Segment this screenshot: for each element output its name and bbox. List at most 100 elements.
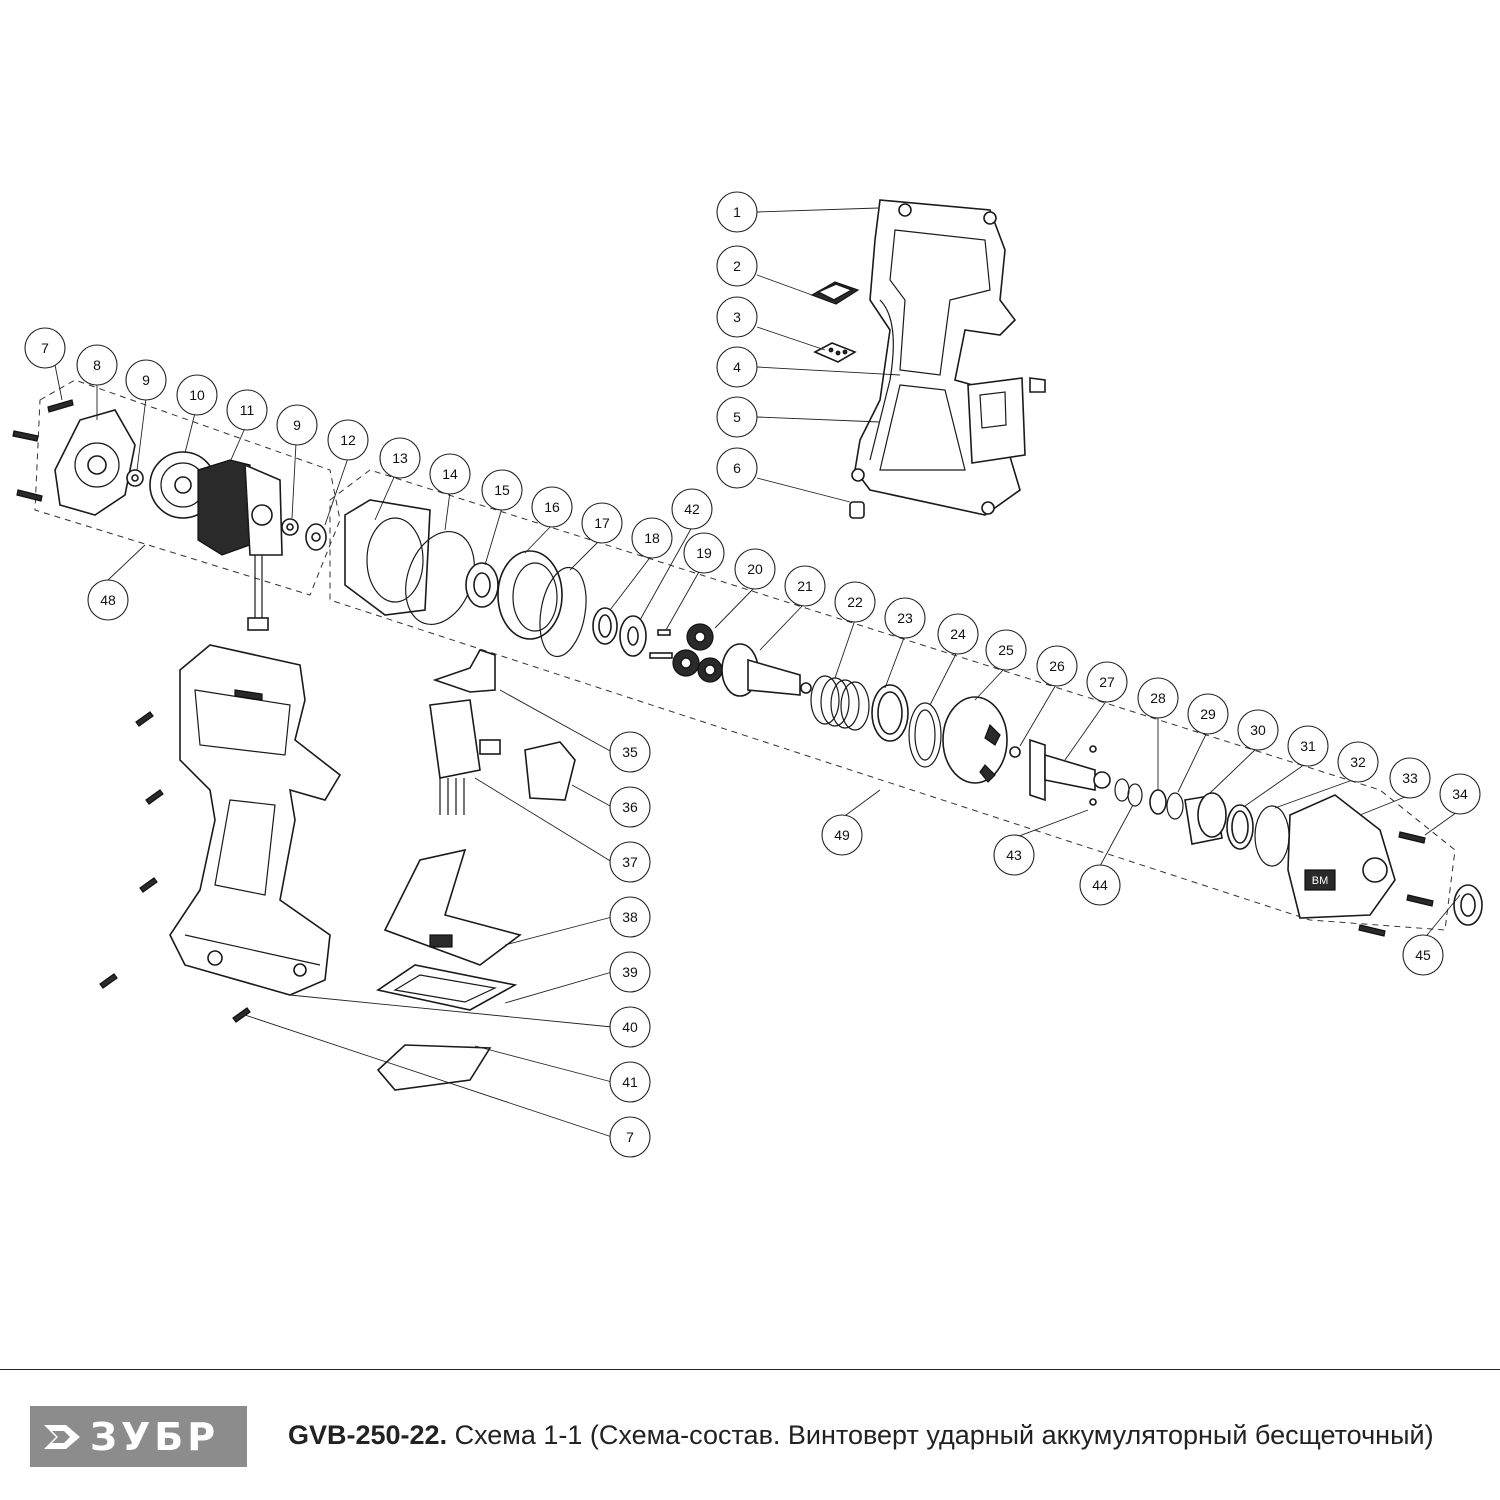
bushing-30 [1184,792,1227,845]
svg-text:1: 1 [733,204,741,220]
bearing-15 [465,562,499,608]
group-49-outline [329,469,1456,931]
callout-24: 24 [937,613,979,655]
washer-18 [592,607,618,645]
svg-text:7: 7 [626,1129,634,1145]
callout-21: 21 [784,565,826,607]
callout-10: 10 [176,374,218,416]
caption-description: Схема 1-1 (Схема-состав. Винтоверт ударн… [447,1420,1434,1450]
callout-8: 8 [76,344,118,386]
svg-text:20: 20 [747,561,763,577]
callout-7-bottom: 7 [609,1116,651,1158]
rear-housing-half [851,199,1021,516]
svg-text:22: 22 [847,594,863,610]
brushless-motor [197,459,283,631]
seal-31 [1226,804,1254,850]
svg-text:3: 3 [733,309,741,325]
ball-26 [1009,746,1021,758]
svg-text:5: 5 [733,409,741,425]
callout-40: 40 [609,1006,651,1048]
callout-9-right: 9 [276,404,318,446]
callout-2: 2 [716,245,758,287]
callout-32: 32 [1337,741,1379,783]
left-housing-screws [99,711,251,1023]
gasket-32 [1254,805,1290,867]
callout-45: 45 [1402,934,1444,976]
callout-36: 36 [609,786,651,828]
svg-text:36: 36 [622,799,638,815]
svg-text:2: 2 [733,258,741,274]
ring-29 [1166,792,1184,820]
callout-49: 49 [821,814,863,856]
svg-text:28: 28 [1150,690,1166,706]
callout-22: 22 [834,581,876,623]
svg-text:9: 9 [142,372,150,388]
svg-text:7: 7 [41,340,49,356]
dot-43a [1089,745,1097,753]
callout-13: 13 [379,437,421,479]
terminal-block-40 [376,1044,492,1091]
callout-16: 16 [531,486,573,528]
trigger-36 [524,741,576,801]
spring-22 [810,675,870,731]
callout-29: 29 [1187,693,1229,735]
model-number: GVB-250-22. [288,1420,448,1450]
svg-text:26: 26 [1049,658,1065,674]
callout-42: 42 [671,488,713,530]
svg-text:32: 32 [1350,754,1366,770]
svg-text:33: 33 [1402,770,1418,786]
battery-plate-39 [376,964,518,1011]
svg-text:12: 12 [340,432,356,448]
callout-43: 43 [993,834,1035,876]
svg-text:38: 38 [622,909,638,925]
svg-text:31: 31 [1300,738,1316,754]
gear-housing [344,499,431,616]
retaining-ring-17 [539,566,587,658]
svg-text:10: 10 [189,387,205,403]
svg-text:24: 24 [950,626,966,642]
washer-9a [126,469,144,487]
svg-text:13: 13 [392,450,408,466]
callout-15: 15 [481,469,523,511]
callout-18: 18 [631,517,673,559]
svg-text:23: 23 [897,610,913,626]
svg-text:39: 39 [622,964,638,980]
arrow-mark-icon [44,1424,80,1449]
callout-25: 25 [985,629,1027,671]
callout-17: 17 [581,502,623,544]
pin-19 [649,629,673,659]
svg-text:21: 21 [797,578,813,594]
svg-text:44: 44 [1092,877,1108,893]
svg-text:27: 27 [1099,674,1115,690]
callout-41: 41 [609,1061,651,1103]
svg-text:9: 9 [293,417,301,433]
anvil-27 [1029,738,1111,802]
document-caption: GVB-250-22. Схема 1-1 (Схема-состав. Вин… [288,1420,1434,1451]
svg-text:37: 37 [622,854,638,870]
svg-text:35: 35 [622,744,638,760]
callout-39: 39 [609,951,651,993]
svg-text:48: 48 [100,592,116,608]
leader-lines [54,207,1461,1138]
callout-19: 19 [683,532,725,574]
svg-text:8: 8 [93,357,101,373]
svg-text:43: 43 [1006,847,1022,863]
direction-lever-35 [432,649,496,693]
brand-logo: ЗУБР [30,1406,247,1467]
callout-12: 12 [327,419,369,461]
callout-28: 28 [1137,677,1179,719]
callout-9-left: 9 [125,359,167,401]
callout-7-top: 7 [24,327,66,369]
callout-33: 33 [1389,757,1431,799]
svg-text:34: 34 [1452,786,1468,802]
callout-11: 11 [226,389,268,431]
callout-27: 27 [1086,661,1128,703]
housing-screw-6 [849,501,865,519]
callout-23: 23 [884,597,926,639]
front-cover-33: BM [1287,794,1396,919]
washer-23 [871,684,909,742]
svg-text:42: 42 [684,501,700,517]
svg-text:15: 15 [494,482,510,498]
callout-4: 4 [716,346,758,388]
callout-31: 31 [1287,725,1329,767]
